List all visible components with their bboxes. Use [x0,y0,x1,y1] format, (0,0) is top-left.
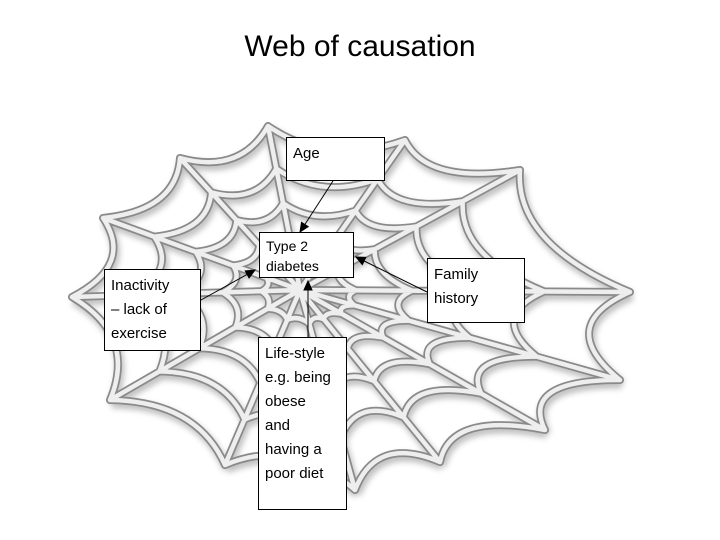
arrow-line-3 [200,269,256,301]
lifestyle-label-line-2: e.g. being [265,369,331,386]
arrowhead-1 [299,221,310,234]
type-2-diabetes-box: Type 2 diabetes [259,232,354,278]
lifestyle-label-line-6: poor diet [265,465,324,482]
family-label-line-2: history [434,290,479,307]
inactivity-label-line-3: exercise [111,325,167,342]
inactivity-label-line-2: – lack of [111,301,167,318]
slide-title: Web of causation [244,30,476,63]
lifestyle-label-line-3: obese [265,393,306,410]
family-label-line-1: Family [434,266,479,283]
lifestyle-label-line-5: having a [265,441,322,458]
lifestyle-label-line-1: Life-style [265,345,326,362]
arrow-line-2 [355,256,428,293]
arrowhead-4 [303,279,313,291]
arrowhead-2 [354,256,367,266]
inactivity-label-line-1: Inactivity [111,277,170,294]
family-history-box: Family history [427,258,525,323]
lifestyle-box: Life-style e.g. being obese and having a… [258,337,347,510]
arrowhead-3 [244,269,257,279]
arrow-line-1 [299,180,334,233]
diabetes-label-line-1: Type 2 [266,238,309,254]
lifestyle-label-line-4: and [265,417,291,434]
diabetes-label-line-2: diabetes [266,258,319,274]
age-box: Age [286,137,385,181]
inactivity-box: Inactivity – lack of exercise [104,269,201,351]
age-label: Age [293,145,320,162]
